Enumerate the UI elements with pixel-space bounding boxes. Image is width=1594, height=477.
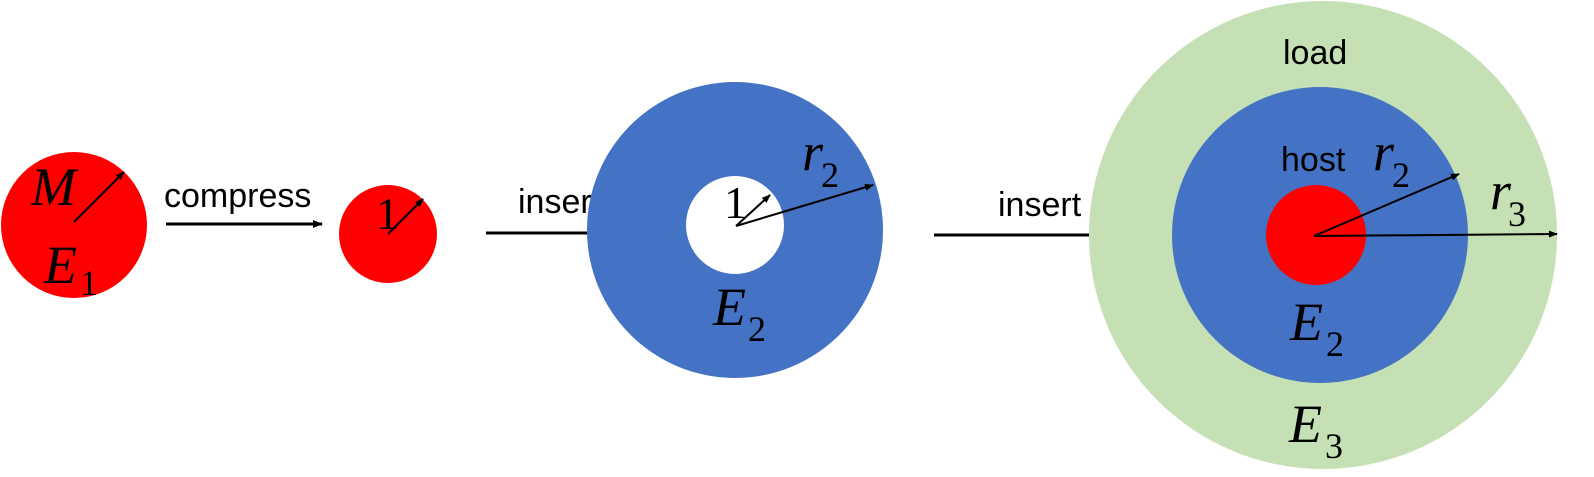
cavity-radius-arrow bbox=[735, 194, 771, 227]
compress-step: compress bbox=[164, 177, 323, 228]
stage4-load-radius-subscript: 3 bbox=[1508, 194, 1526, 234]
compressed-particle-radius-arrow bbox=[387, 198, 424, 235]
host-label: host bbox=[1281, 141, 1346, 179]
insert-label-2: insert bbox=[998, 186, 1082, 224]
stage4-load-modulus-subscript: 3 bbox=[1325, 426, 1343, 466]
mass-symbol: M bbox=[30, 157, 79, 217]
original-particle-circle bbox=[1, 152, 147, 298]
stage4-host-radius-symbol: r bbox=[1373, 122, 1395, 182]
host-radius-arrow bbox=[735, 183, 874, 227]
stage-host-with-cavity: 1 r 2 E 2 bbox=[587, 82, 883, 378]
stage4-host-modulus-subscript: 2 bbox=[1326, 324, 1344, 364]
stage1-modulus-symbol: E bbox=[43, 235, 77, 295]
stage-compressed-particle: 1 bbox=[339, 185, 437, 283]
stage3-host-radius-label: r 2 bbox=[802, 122, 839, 195]
insert-label-1: insert bbox=[518, 183, 602, 221]
stage4-host-radius-label: r 2 bbox=[1373, 122, 1410, 195]
stage3-host-radius-subscript: 2 bbox=[821, 155, 839, 195]
compress-label: compress bbox=[164, 177, 311, 215]
stage1-modulus-label: E 1 bbox=[43, 235, 98, 303]
stage1-modulus-subscript: 1 bbox=[80, 263, 98, 303]
original-particle-radius-arrow bbox=[73, 171, 125, 223]
stage4-load-radius-symbol: r bbox=[1490, 161, 1512, 221]
stage4-load-modulus-label: E 3 bbox=[1288, 394, 1343, 466]
load-label: load bbox=[1283, 34, 1347, 72]
stage-composite: load host r 2 r 3 E 2 E 3 bbox=[1089, 1, 1558, 469]
stage4-load-modulus-symbol: E bbox=[1288, 394, 1322, 454]
stage4-load-radius-label: r 3 bbox=[1490, 161, 1526, 234]
stage4-host-modulus-label: E 2 bbox=[1289, 292, 1344, 364]
load-outer-radius-arrow bbox=[1313, 230, 1558, 238]
stage-original-particle: M E 1 bbox=[1, 152, 147, 303]
stage3-modulus-subscript: 2 bbox=[748, 309, 766, 349]
stage3-host-radius-symbol: r bbox=[802, 122, 824, 182]
stage3-modulus-symbol: E bbox=[712, 277, 746, 337]
stage4-host-radius-subscript: 2 bbox=[1392, 155, 1410, 195]
compressed-radius-label: 1 bbox=[376, 188, 399, 239]
stage3-modulus-label: E 2 bbox=[712, 277, 766, 349]
host-outer-radius-arrow bbox=[1313, 173, 1460, 237]
cavity-circle bbox=[686, 176, 784, 274]
stage4-host-modulus-symbol: E bbox=[1289, 292, 1323, 352]
cavity-radius-label: 1 bbox=[724, 177, 747, 228]
